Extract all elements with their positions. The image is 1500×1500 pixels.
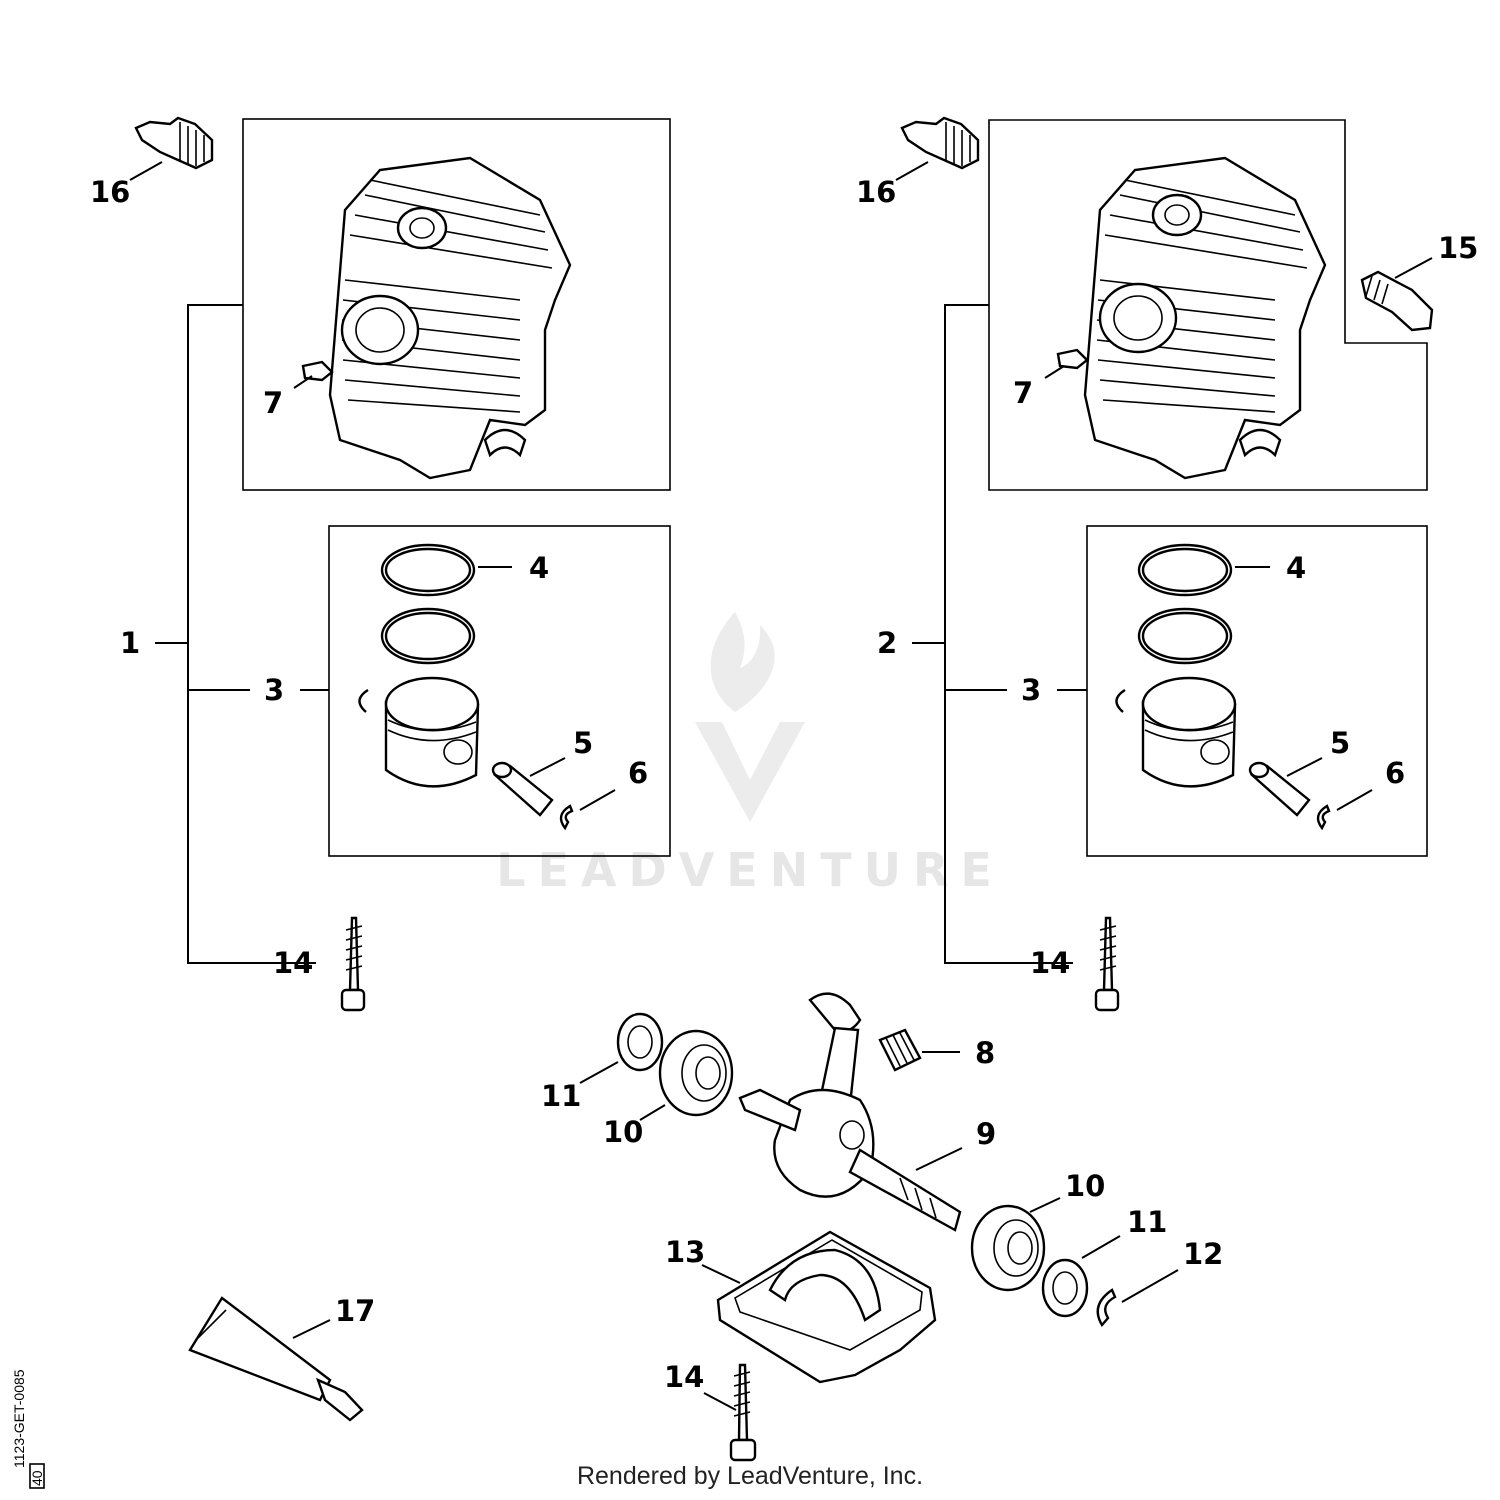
callout-decomp-valve: 15 [1438, 231, 1478, 265]
callout-spark-plug-left: 16 [90, 175, 130, 209]
valve-icon [301, 360, 334, 382]
ball-bearing-icon [970, 1204, 1046, 1292]
drawing-code: 1123-GET-0085 [11, 1369, 27, 1468]
callout-piston-left: 3 [264, 673, 284, 707]
callout-pin-left: 5 [573, 726, 593, 760]
needle-cage-icon [878, 1028, 922, 1072]
right-bracket [944, 304, 1073, 964]
callout-screw-left: 14 [273, 946, 313, 980]
piston-icon [358, 676, 480, 788]
oil-seal-icon [1041, 1258, 1089, 1318]
drawing-sub-box [29, 1463, 45, 1489]
callout-clip-right: 6 [1385, 756, 1405, 790]
callout-screw-right: 14 [1030, 946, 1070, 980]
ball-bearing-icon [658, 1029, 734, 1117]
callout-ring-right: 4 [1286, 551, 1306, 585]
crankshaft-icon [738, 992, 962, 1232]
callout-crankcase: 13 [665, 1235, 705, 1269]
screw-icon [1094, 916, 1120, 1012]
piston-pin-icon [491, 761, 554, 817]
left-cylinder-assembly [129, 116, 671, 1012]
callout-clip-left: 6 [628, 756, 648, 790]
crankshaft-area [579, 992, 1179, 1462]
spark-plug-icon [900, 116, 980, 170]
callout-valve-left: 7 [263, 386, 283, 420]
screw-icon [729, 1363, 757, 1462]
callout-screw-bottom: 14 [664, 1360, 704, 1394]
callout-circlip: 12 [1183, 1237, 1223, 1271]
callout-needle-cage: 8 [975, 1036, 995, 1070]
callout-pin-right: 5 [1330, 726, 1350, 760]
cylinder-icon [328, 156, 572, 480]
clip-icon [1316, 804, 1331, 831]
footer-credit: Rendered by LeadVenture, Inc. [576, 1462, 924, 1490]
callout-bearing-lower: 10 [1065, 1169, 1105, 1203]
watermark-text: LEADVENTURE [496, 843, 1004, 897]
spark-plug-icon [134, 116, 214, 170]
piston-ring-icon [1137, 543, 1233, 665]
crankcase-icon [716, 1230, 937, 1384]
left-piston-frame [328, 525, 671, 857]
piston-icon [1115, 676, 1237, 788]
callout-seal-lower: 11 [1127, 1205, 1167, 1239]
callout-crankshaft: 9 [976, 1117, 996, 1151]
drawing-sub: 40 [29, 1470, 45, 1486]
callout-valve-right: 7 [1013, 376, 1033, 410]
clip-icon [559, 804, 574, 831]
right-cylinder-frame [988, 119, 1428, 491]
piston-ring-icon [380, 543, 476, 665]
decompression-valve-icon [1360, 270, 1434, 332]
callout-sealant-tube: 17 [335, 1294, 375, 1328]
callout-spark-plug-right: 16 [856, 175, 896, 209]
callout-piston-right: 3 [1021, 673, 1041, 707]
callout-bearing-upper: 10 [603, 1115, 643, 1149]
circlip-icon [1096, 1288, 1117, 1328]
sealant-tube-icon [188, 1296, 364, 1422]
valve-icon [1056, 348, 1089, 370]
cylinder-icon [1083, 156, 1327, 480]
piston-pin-icon [1248, 761, 1311, 817]
callout-ring-left: 4 [529, 551, 549, 585]
callout-seal-upper: 11 [541, 1079, 581, 1113]
right-piston-frame [1086, 525, 1428, 857]
callout-left-assembly: 1 [120, 626, 140, 660]
left-bracket [187, 304, 316, 964]
callout-right-assembly: 2 [877, 626, 897, 660]
oil-seal-icon [616, 1012, 664, 1072]
right-cylinder-assembly [895, 116, 1434, 1012]
watermark-logo [695, 612, 805, 822]
screw-icon [340, 916, 366, 1012]
